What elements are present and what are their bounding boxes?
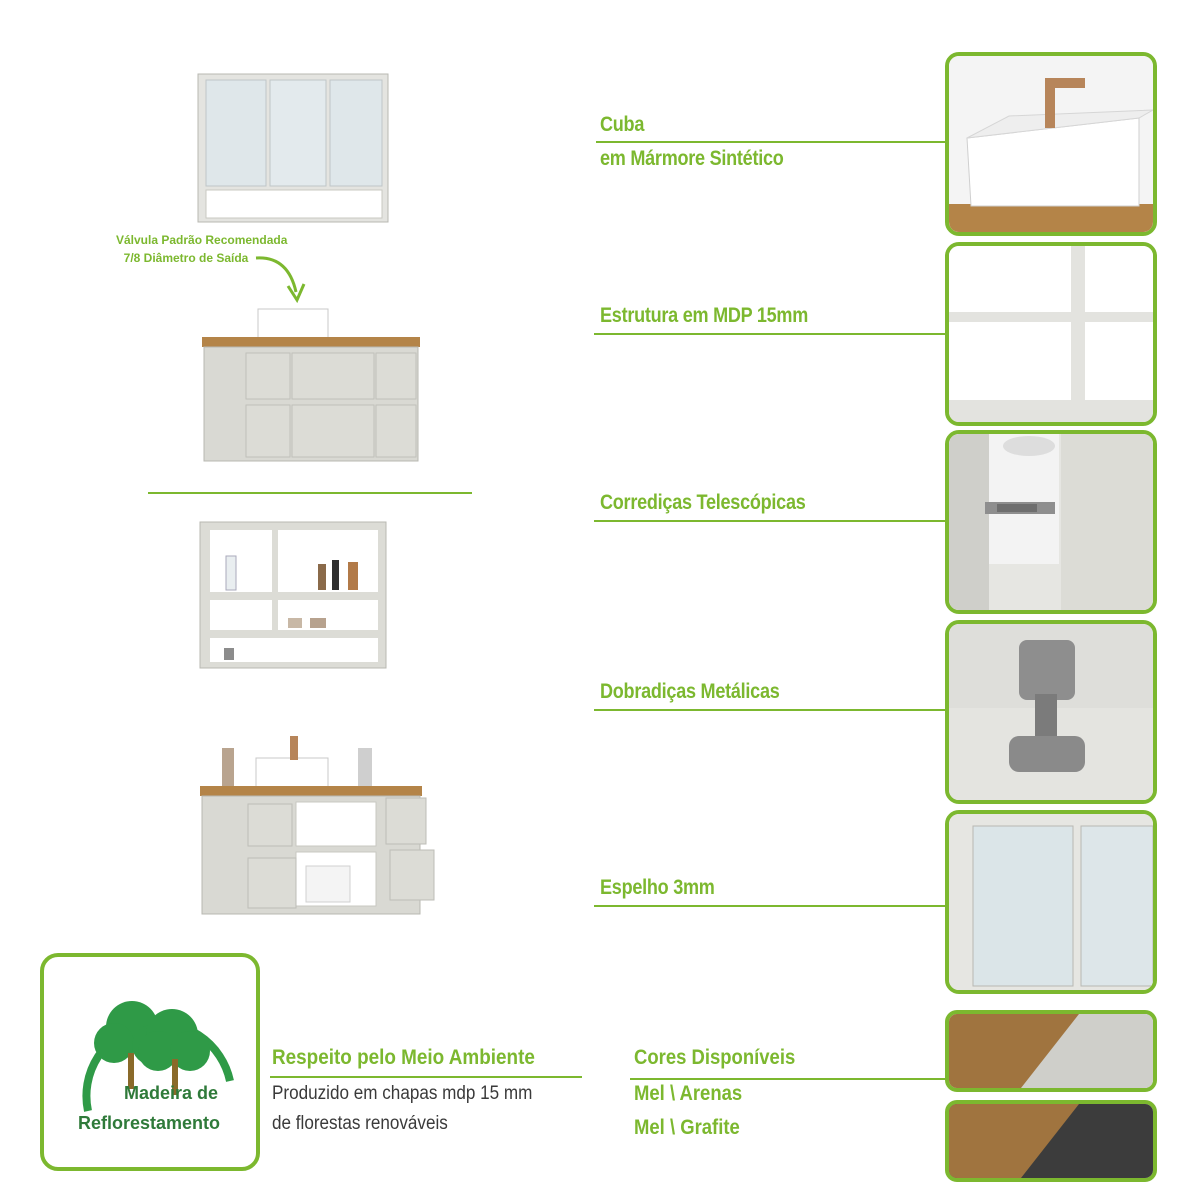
- valve-note-line2: 7/8 Diâmetro de Saída: [123, 251, 249, 265]
- feature-dobradicas-line: [594, 709, 948, 711]
- eco-title: Respeito pelo Meio Ambiente: [272, 1046, 535, 1069]
- valve-note-line1: Válvula Padrão Recomendada: [116, 233, 288, 247]
- thumb-espelho: [945, 810, 1157, 994]
- vanity-open-image: [200, 736, 435, 915]
- feature-espelho-line: [594, 905, 948, 907]
- thumb-corredicas: [945, 430, 1157, 614]
- eco-badge-line2: Reflorestamento: [78, 1113, 221, 1133]
- swatch-mel-grafite: [945, 1100, 1157, 1182]
- eco-badge-tree-icon: [82, 1001, 234, 1112]
- eco-badge-line1: Madeira de: [124, 1083, 219, 1103]
- section-divider: [148, 492, 472, 494]
- color-option-arenas: Mel \ Arenas: [634, 1082, 743, 1105]
- thumb-cuba: [945, 52, 1157, 236]
- eco-text-line1: Produzido em chapas mdp 15 mm: [272, 1083, 533, 1104]
- feature-dobradicas: Dobradiças Metálicas: [600, 680, 780, 703]
- color-option-grafite: Mel \ Grafite: [634, 1116, 740, 1139]
- thumb-dobradicas: [945, 620, 1157, 804]
- feature-corredicas: Corrediças Telescópicas: [600, 491, 806, 514]
- feature-estrutura: Estrutura em MDP 15mm: [600, 304, 809, 327]
- eco-badge: Madeira de Reflorestamento: [40, 953, 260, 1171]
- shelf-unit-image: [199, 521, 387, 669]
- mirror-cabinet-image: [197, 73, 389, 223]
- feature-estrutura-line: [594, 333, 948, 335]
- curved-arrow-icon: [255, 256, 306, 304]
- feature-cuba-line: [596, 141, 948, 143]
- colors-title: Cores Disponíveis: [634, 1046, 796, 1069]
- vanity-closed-image: [202, 308, 420, 462]
- eco-text-line2: de florestas renováveis: [272, 1113, 448, 1134]
- feature-cuba-line1: Cuba: [600, 113, 645, 136]
- colors-line: [630, 1078, 948, 1080]
- swatch-mel-arenas: [945, 1010, 1157, 1092]
- feature-cuba-line2: em Mármore Sintético: [600, 147, 784, 170]
- feature-corredicas-line: [594, 520, 948, 522]
- eco-line: [270, 1076, 582, 1078]
- thumb-estrutura: [945, 242, 1157, 426]
- feature-espelho: Espelho 3mm: [600, 876, 715, 899]
